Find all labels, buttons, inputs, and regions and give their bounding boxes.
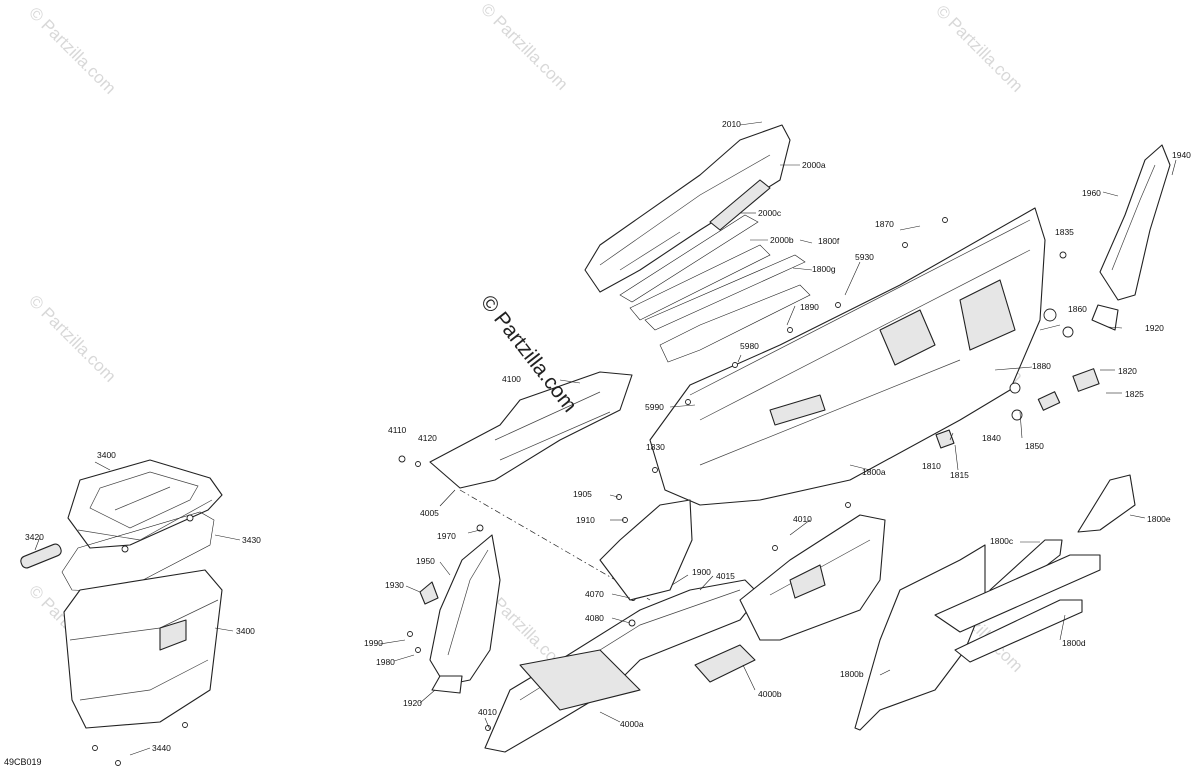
callout-4010-top: 4010 bbox=[793, 514, 812, 524]
callout-1950: 1950 bbox=[416, 556, 435, 566]
callout-1810: 1810 bbox=[922, 461, 941, 471]
callout-1800f: 1800f bbox=[818, 236, 840, 246]
callout-1800c: 1800c bbox=[990, 536, 1014, 546]
callout-5990: 5990 bbox=[645, 402, 664, 412]
lower-tray-assembly bbox=[484, 579, 761, 753]
storage-box-handle bbox=[20, 543, 62, 569]
callout-labels: 2010 2000a 2000c 2000b 1800f 1800g 1870 … bbox=[25, 119, 1191, 753]
leader-lines bbox=[34, 121, 1177, 756]
callout-4010-bottom: 4010 bbox=[478, 707, 497, 717]
callout-3400-top: 3400 bbox=[97, 450, 116, 460]
plate-4000b bbox=[694, 644, 756, 683]
watermark-tile: © Partzilla.com bbox=[25, 291, 119, 385]
watermark-tile: © Partzilla.com bbox=[477, 0, 571, 94]
callout-1920-right: 1920 bbox=[1145, 323, 1164, 333]
callout-1825: 1825 bbox=[1125, 389, 1144, 399]
callout-1820: 1820 bbox=[1118, 366, 1137, 376]
callout-3440: 3440 bbox=[152, 743, 171, 753]
callout-1800e: 1800e bbox=[1147, 514, 1171, 524]
callout-1905: 1905 bbox=[573, 489, 592, 499]
callout-3400-bottom: 3400 bbox=[236, 626, 255, 636]
callout-4015: 4015 bbox=[716, 571, 735, 581]
lower-panel-assembly bbox=[407, 524, 501, 694]
side-panel-1950 bbox=[429, 534, 501, 686]
callout-4100: 4100 bbox=[502, 374, 521, 384]
main-panel-assembly bbox=[649, 207, 1119, 506]
callout-4000a: 4000a bbox=[620, 719, 644, 729]
callout-1800d: 1800d bbox=[1062, 638, 1086, 648]
callout-4005: 4005 bbox=[420, 508, 439, 518]
panel-1800e bbox=[1077, 474, 1136, 533]
callout-1900: 1900 bbox=[692, 567, 711, 577]
callout-2000c: 2000c bbox=[758, 208, 782, 218]
gasket-2000c bbox=[619, 214, 759, 303]
callout-1860: 1860 bbox=[1068, 304, 1087, 314]
panel-1800d bbox=[954, 599, 1083, 663]
callout-2010: 2010 bbox=[722, 119, 741, 129]
callout-4110: 4110 bbox=[388, 425, 407, 435]
callout-1880: 1880 bbox=[1032, 361, 1051, 371]
callout-4000b: 4000b bbox=[758, 689, 782, 699]
main-panel bbox=[649, 207, 1046, 506]
callout-4080: 4080 bbox=[585, 613, 604, 623]
callout-1960: 1960 bbox=[1082, 188, 1101, 198]
callout-4070: 4070 bbox=[585, 589, 604, 599]
air-duct bbox=[429, 371, 633, 489]
duct-assembly-4100 bbox=[398, 371, 633, 489]
callout-1980: 1980 bbox=[376, 657, 395, 667]
callout-1800g: 1800g bbox=[812, 264, 836, 274]
callout-1800b: 1800b bbox=[840, 669, 864, 679]
upper-cover-assembly bbox=[584, 124, 811, 363]
callout-1920-left: 1920 bbox=[403, 698, 422, 708]
callout-2000a: 2000a bbox=[802, 160, 826, 170]
watermark-tile: © Partzilla.com bbox=[932, 1, 1026, 95]
panel-1800c-long bbox=[934, 554, 1101, 633]
callout-1840: 1840 bbox=[982, 433, 1001, 443]
callout-1970: 1970 bbox=[437, 531, 456, 541]
gasket-1800f bbox=[644, 254, 806, 331]
callout-1815: 1815 bbox=[950, 470, 969, 480]
side-panel-1960 bbox=[1099, 144, 1171, 301]
callout-2000b: 2000b bbox=[770, 235, 794, 245]
callout-3420: 3420 bbox=[25, 532, 44, 542]
callout-1910: 1910 bbox=[576, 515, 595, 525]
strap-1920-right bbox=[1091, 304, 1119, 331]
mount-bracket bbox=[599, 499, 693, 601]
assembly-line bbox=[459, 489, 651, 601]
callout-1850: 1850 bbox=[1025, 441, 1044, 451]
callout-1930: 1930 bbox=[385, 580, 404, 590]
storage-box-assembly bbox=[20, 459, 223, 766]
gasket-2000b bbox=[629, 244, 771, 321]
watermark-tile: © Partzilla.com bbox=[25, 3, 119, 97]
callout-1890: 1890 bbox=[800, 302, 819, 312]
callout-1830: 1830 bbox=[646, 442, 665, 452]
callout-1835: 1835 bbox=[1055, 227, 1074, 237]
upper-cover bbox=[584, 124, 791, 293]
callout-4120: 4120 bbox=[418, 433, 437, 443]
callout-1800a: 1800a bbox=[862, 467, 886, 477]
latch-1820 bbox=[1072, 368, 1100, 392]
callout-1990: 1990 bbox=[364, 638, 383, 648]
storage-box-body bbox=[63, 569, 223, 729]
gasket-1800g bbox=[659, 284, 811, 363]
diagram-id: 49CB019 bbox=[4, 757, 42, 767]
strap-1920-left bbox=[431, 675, 463, 694]
callout-3430: 3430 bbox=[242, 535, 261, 545]
callout-1940: 1940 bbox=[1172, 150, 1191, 160]
bracket-1930 bbox=[419, 581, 439, 605]
right-lower-panels bbox=[854, 474, 1136, 731]
console-assembly bbox=[599, 494, 886, 641]
callout-5980: 5980 bbox=[740, 341, 759, 351]
callout-1870: 1870 bbox=[875, 219, 894, 229]
callout-5930: 5930 bbox=[855, 252, 874, 262]
storage-box-lid bbox=[67, 459, 223, 549]
